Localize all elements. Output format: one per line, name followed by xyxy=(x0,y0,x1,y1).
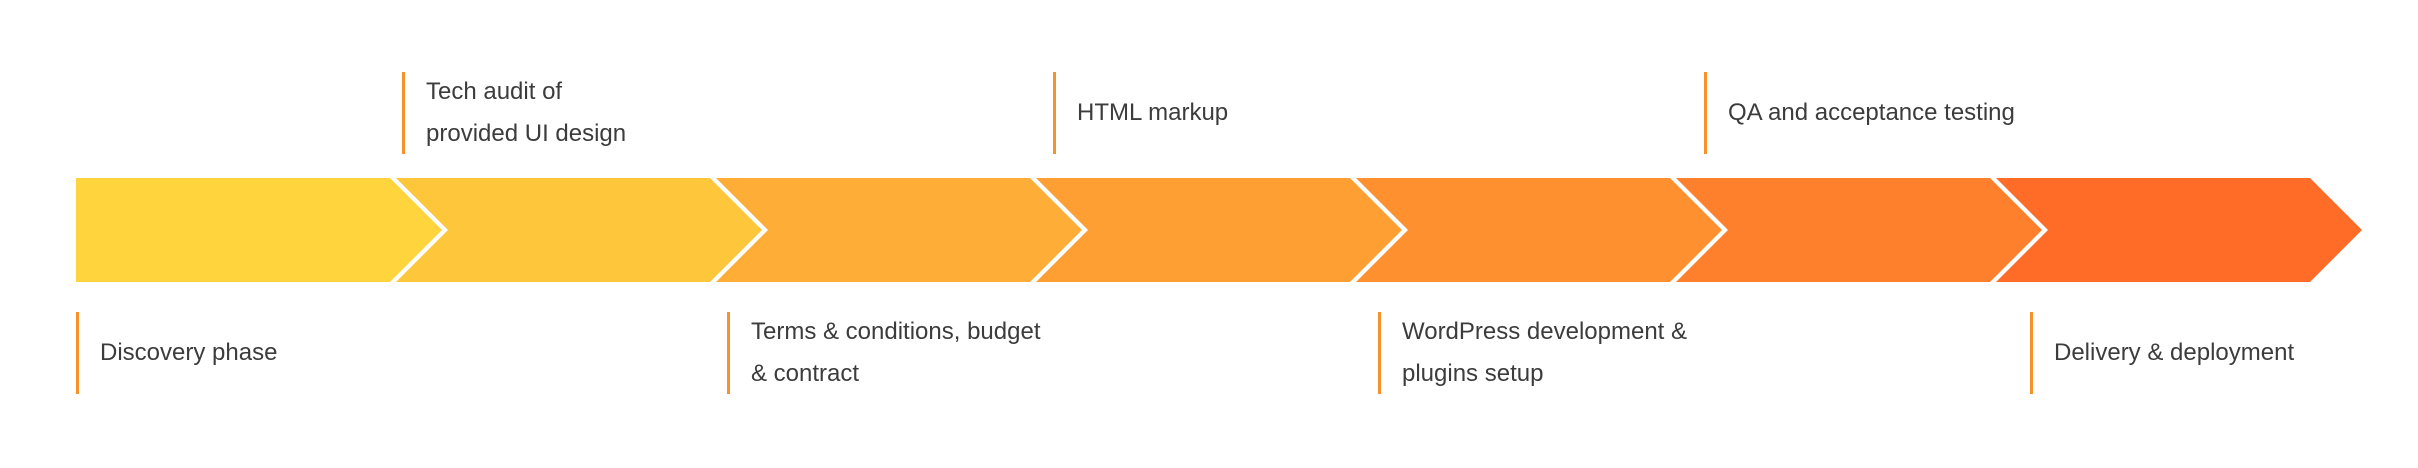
step-label-qa-testing: QA and acceptance testing xyxy=(1704,72,2015,154)
step-label-wordpress-development: WordPress development & plugins setup xyxy=(1378,312,1687,394)
step-label-line: plugins setup xyxy=(1402,360,1544,387)
arrow-segment-terms-budget-contract xyxy=(716,178,1082,282)
step-label-line: Terms & conditions, budget xyxy=(751,318,1041,345)
step-label-line: Tech audit of xyxy=(426,78,563,105)
step-label-html-markup: HTML markup xyxy=(1053,72,1228,154)
arrow-segment-tech-audit xyxy=(396,178,762,282)
step-label-line: & contract xyxy=(751,360,860,387)
step-label-line: Delivery & deployment xyxy=(2054,339,2295,366)
step-label-terms-budget-contract: Terms & conditions, budget & contract xyxy=(727,312,1041,394)
step-label-delivery-deployment: Delivery & deployment xyxy=(2030,312,2294,394)
step-label-line: HTML markup xyxy=(1077,99,1229,126)
arrow-segment-delivery-deployment xyxy=(1996,178,2362,282)
arrow-segment-wordpress-development xyxy=(1356,178,1722,282)
step-label-line: Discovery phase xyxy=(100,339,278,366)
step-label-line: WordPress development & xyxy=(1402,318,1688,345)
step-label-line: QA and acceptance testing xyxy=(1728,99,2015,126)
step-label-tech-audit: Tech audit of provided UI design xyxy=(402,72,626,154)
step-label-discovery-phase: Discovery phase xyxy=(76,312,277,394)
arrow-segment-discovery-phase xyxy=(76,178,442,282)
arrow-segment-qa-testing xyxy=(1676,178,2042,282)
arrow-segment-html-markup xyxy=(1036,178,1402,282)
step-label-line: provided UI design xyxy=(426,120,627,147)
